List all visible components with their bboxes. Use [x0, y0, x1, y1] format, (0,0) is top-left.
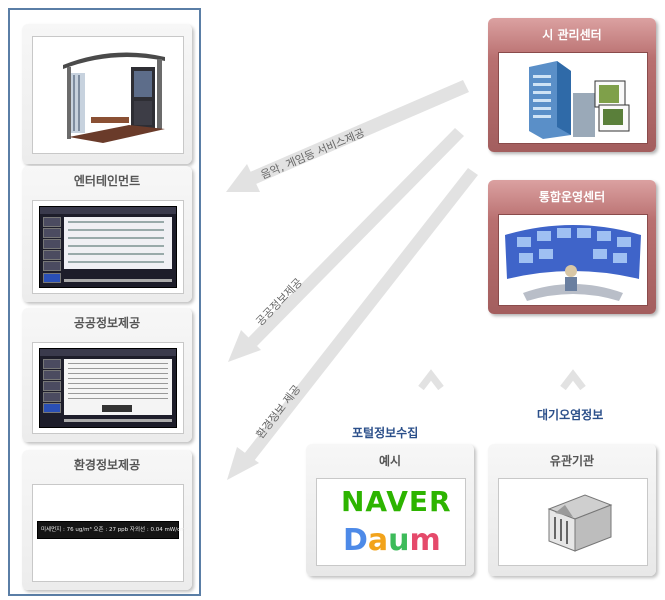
bus-shelter-panel: 엔터테인먼트 공공정보제공	[8, 8, 201, 596]
ops-center-card: 통합운영센터	[488, 180, 656, 314]
agency-image-frame	[498, 478, 648, 566]
agency-card: 유관기관	[488, 444, 656, 576]
daum-letter-m: m	[409, 523, 441, 558]
bus-shelter-illustration	[63, 52, 165, 143]
entertainment-screen-frame	[32, 200, 184, 294]
ops-center-image-frame	[498, 214, 648, 306]
public-info-screen-frame	[32, 342, 184, 434]
daum-logo: Daum	[343, 523, 441, 558]
control-room-illustration	[505, 225, 641, 301]
daum-letter-a: a	[367, 523, 389, 558]
example-title: 예시	[378, 454, 402, 468]
public-info-title: 공공정보제공	[73, 316, 141, 330]
arrowhead-public	[228, 330, 261, 362]
env-info-card: 환경정보제공 미세먼지 : 76 ug/m³ 오존 : 27 ppb 자외선 :…	[22, 450, 192, 590]
government-building-icon	[547, 494, 613, 552]
up-chevron-portal	[418, 369, 444, 391]
env-info-title: 환경정보제공	[73, 458, 141, 472]
arrow-env	[244, 168, 478, 461]
naver-logo: NAVER	[341, 485, 452, 518]
entertainment-screen	[39, 206, 177, 288]
ops-center-title: 통합운영센터	[538, 190, 606, 204]
env-info-screen: 미세먼지 : 76 ug/m³ 오존 : 27 ppb 자외선 : 0.04 m…	[37, 521, 188, 539]
agency-title: 유관기관	[549, 454, 595, 468]
public-info-screen	[39, 348, 177, 428]
env-readout-text: 미세먼지 : 76 ug/m³ 오존 : 27 ppb 자외선 : 0.04 m…	[41, 527, 188, 533]
city-center-title: 시 관리센터	[542, 28, 602, 42]
city-center-image-frame	[498, 52, 648, 144]
daum-letter-u: u	[388, 523, 410, 558]
shelter-card	[22, 24, 192, 164]
daum-letter-d: D	[343, 523, 368, 558]
arrowhead-service	[226, 164, 260, 192]
entertainment-card: 엔터테인먼트	[22, 166, 192, 302]
entertainment-title: 엔터테인먼트	[73, 174, 141, 188]
arrow-public	[248, 128, 464, 346]
shelter-image-frame	[32, 36, 184, 154]
env-info-screen-frame: 미세먼지 : 76 ug/m³ 오존 : 27 ppb 자외선 : 0.04 m…	[32, 484, 188, 582]
city-center-card: 시 관리센터	[488, 18, 656, 152]
building-illustration	[529, 61, 630, 139]
example-card: 예시 NAVER Daum	[306, 444, 474, 576]
up-chevron-air	[560, 369, 586, 391]
arrowhead-env	[227, 447, 259, 480]
label-air-pollution: 대기오염정보	[537, 408, 604, 422]
arrow-service	[250, 80, 469, 184]
label-portal-collect: 포털정보수집	[352, 426, 419, 440]
portal-logos-frame: NAVER Daum	[316, 478, 466, 566]
public-info-card: 공공정보제공	[22, 308, 192, 442]
